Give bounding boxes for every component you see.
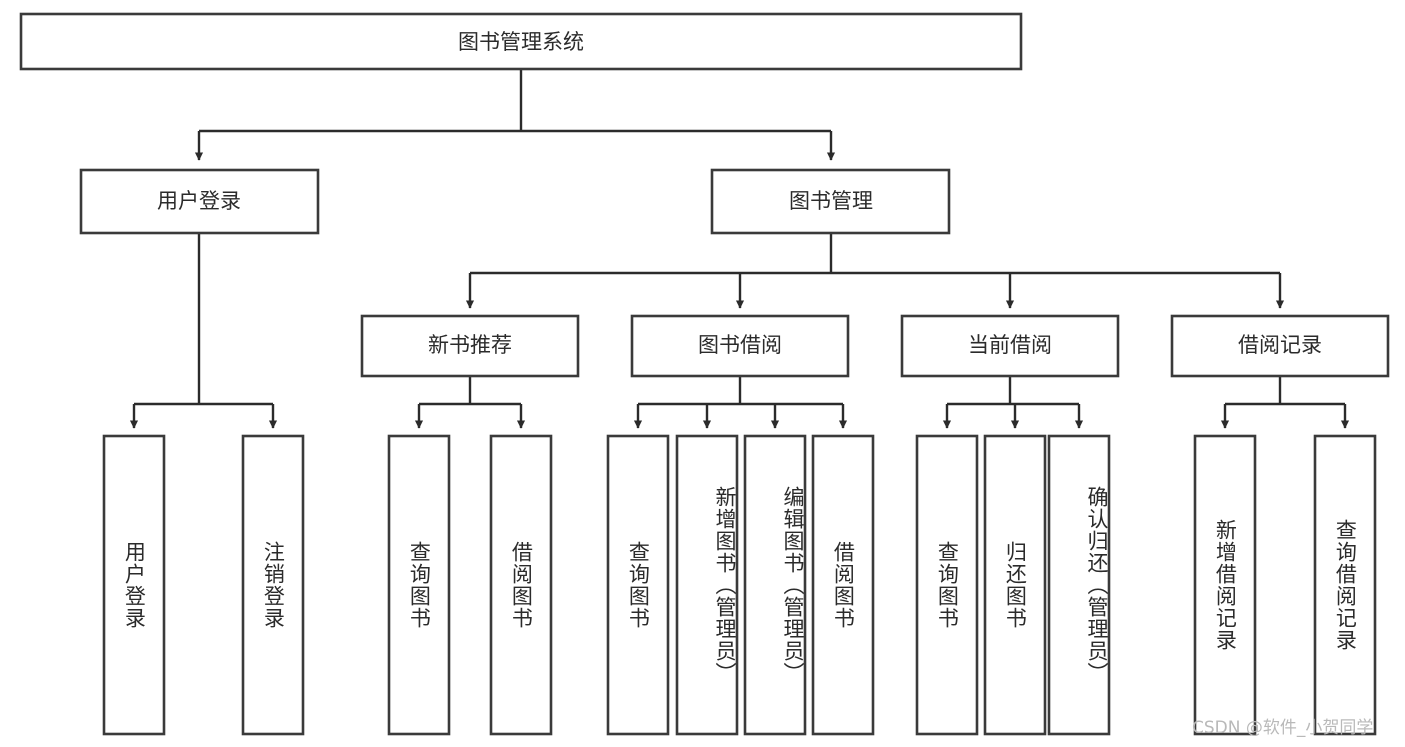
node-borrow-record-label: 借阅记录 (1238, 333, 1322, 357)
node-leaf-query-book-3-box[interactable] (915, 434, 979, 736)
node-leaf-borrow-book-1-box[interactable] (489, 434, 553, 736)
node-book-borrow-box[interactable] (630, 314, 850, 378)
node-leaf-add-book-box[interactable] (675, 434, 739, 736)
connector-group-user-login (129, 234, 278, 429)
node-leaf-return-book-box[interactable] (983, 434, 1047, 736)
node-book-management-box[interactable] (710, 168, 951, 235)
node-leaf-query-record-box[interactable] (1313, 434, 1377, 736)
connector-group-borrow-record (1220, 376, 1350, 429)
node-leaf-edit-book-box[interactable] (743, 434, 807, 736)
node-book-management[interactable]: 图书管理 (710, 168, 951, 235)
connector-group-new-book-recommend (414, 376, 526, 429)
leaf-boxes (102, 434, 1377, 736)
node-current-borrow-label: 当前借阅 (968, 333, 1052, 357)
node-leaf-add-record-box[interactable] (1193, 434, 1257, 736)
node-new-book-recommend[interactable]: 新书推荐 (360, 314, 580, 378)
node-root[interactable]: 图书管理系统 (19, 12, 1023, 71)
node-user-login-label: 用户登录 (157, 189, 241, 213)
node-book-borrow-label: 图书借阅 (698, 333, 782, 357)
node-borrow-record-box[interactable] (1170, 314, 1390, 378)
watermark-text: CSDN @软件_小贺同学 (1192, 718, 1374, 738)
node-book-borrow[interactable]: 图书借阅 (630, 314, 850, 378)
node-borrow-record[interactable]: 借阅记录 (1170, 314, 1390, 378)
node-current-borrow-box[interactable] (900, 314, 1120, 378)
node-current-borrow[interactable]: 当前借阅 (900, 314, 1120, 378)
connector-group-current-borrow (942, 376, 1084, 429)
node-leaf-logout-login-box[interactable] (241, 434, 305, 736)
node-leaf-confirm-return-box[interactable] (1047, 434, 1111, 736)
node-user-login-box[interactable] (79, 168, 320, 235)
connector-group-book-management (465, 234, 1285, 309)
node-leaf-user-login-box[interactable] (102, 434, 166, 736)
node-leaf-query-book-2-box[interactable] (606, 434, 670, 736)
node-new-book-recommend-label: 新书推荐 (428, 333, 512, 357)
node-leaf-borrow-book-2-box[interactable] (811, 434, 875, 736)
connector-group-root (194, 69, 836, 161)
node-book-management-label: 图书管理 (789, 189, 873, 213)
node-root-box[interactable] (19, 12, 1023, 71)
node-new-book-recommend-box[interactable] (360, 314, 580, 378)
node-leaf-query-book-1-box[interactable] (387, 434, 451, 736)
node-user-login[interactable]: 用户登录 (79, 168, 320, 235)
node-root-label: 图书管理系统 (458, 30, 584, 54)
connector-group-book-borrow (633, 376, 848, 429)
